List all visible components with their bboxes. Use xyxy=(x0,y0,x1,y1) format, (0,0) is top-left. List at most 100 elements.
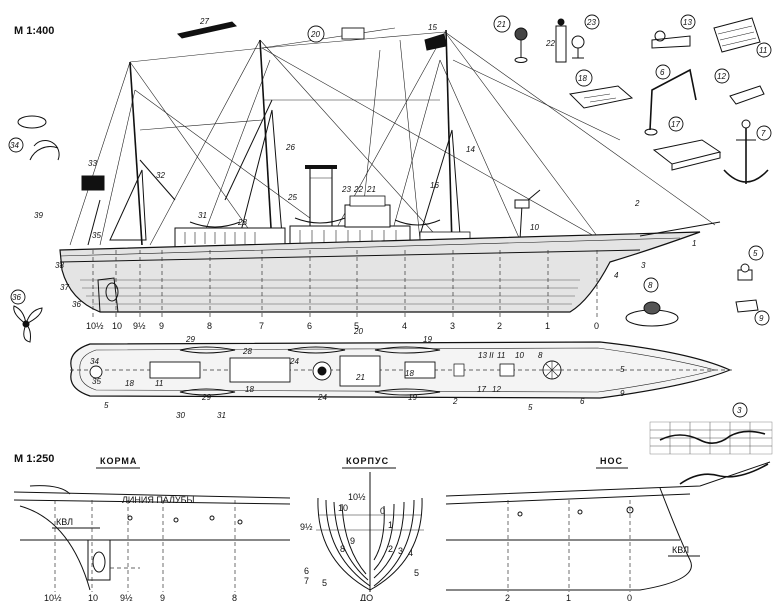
plan-callout: 19 xyxy=(423,335,432,344)
plan-callout: 31 xyxy=(217,411,226,420)
deck-plan: 29 28 20 19 34 35 18 11 18 24 21 18 13 I… xyxy=(70,327,735,420)
stern-frame-number: 9 xyxy=(160,593,165,601)
profile-station-lines xyxy=(92,250,598,318)
profile-callout: 1 xyxy=(692,239,696,248)
detail-box-20 xyxy=(341,27,365,40)
bow-frame-number: 1 xyxy=(566,593,571,601)
frame-number: 4 xyxy=(402,321,407,331)
bow-section-title: НОС xyxy=(600,456,623,466)
plan-callout: 11 xyxy=(497,351,505,360)
scale-top-label: М 1:400 xyxy=(14,25,54,37)
frame-number: 2 xyxy=(497,321,502,331)
flags xyxy=(81,21,447,191)
plan-callout: 21 xyxy=(355,373,365,382)
bow-waterline-label: КВЛ xyxy=(672,545,689,555)
winch-icon xyxy=(651,35,691,49)
detail-callout: 21 xyxy=(496,20,506,29)
plan-callout: 12 xyxy=(492,385,501,394)
detail-callout: 9 xyxy=(759,314,764,323)
plan-callout: 11 xyxy=(155,379,163,388)
plan-callout: 9 xyxy=(620,389,625,398)
frame-number: 9½ xyxy=(133,321,146,331)
callout-circle xyxy=(756,42,772,58)
stern-section-title: КОРМА xyxy=(100,456,137,466)
frame-number: 3 xyxy=(450,321,455,331)
superstructure xyxy=(174,189,541,249)
plan-callout: 6 xyxy=(580,397,585,406)
callout-circle xyxy=(493,15,511,33)
profile-callout: 37 xyxy=(60,283,69,292)
profile-callout: 25 xyxy=(287,193,297,202)
plan-callout: 18 xyxy=(405,369,414,378)
plan-callout: 18 xyxy=(125,379,134,388)
detail-callout: 7 xyxy=(761,129,766,138)
plan-callout: 30 xyxy=(176,411,185,420)
plan-callout: 5 xyxy=(620,365,625,374)
cylinder-icon xyxy=(555,25,567,63)
masts xyxy=(87,29,453,246)
profile-callout: 22 xyxy=(353,185,363,194)
hull-frame-number: 9½ xyxy=(300,522,313,532)
profile-callout: 10 xyxy=(530,223,539,232)
profile-callout: 16 xyxy=(430,181,439,190)
hull-frame-number: 8 xyxy=(340,544,345,554)
plan-boats xyxy=(179,346,441,396)
plan-callout: 35 xyxy=(92,377,101,386)
profile-callout: 21 xyxy=(366,185,376,194)
plan-callout: 24 xyxy=(317,393,327,402)
stern-frame-number: 10½ xyxy=(44,593,62,601)
hull-frame-number: 1 xyxy=(388,520,393,530)
profile-callout: 23 xyxy=(341,185,351,194)
crane-icon xyxy=(649,68,697,131)
detail-callout: 8 xyxy=(648,281,653,290)
profile-callout: 39 xyxy=(34,211,43,220)
detail-callout: 11 xyxy=(759,46,767,55)
frame-number: 10 xyxy=(112,321,122,331)
hull-frame-number: 10 xyxy=(338,503,348,513)
profile-callout: 36 xyxy=(72,300,81,309)
deck-line-label: ЛИНИЯ ПАЛУБЫ xyxy=(122,495,195,505)
callout-circle xyxy=(8,137,24,153)
frame-number: 7 xyxy=(259,321,264,331)
detail-callout: 12 xyxy=(717,72,726,81)
ship-side-profile: 27 15 26 25 14 16 32 33 31 28 23 22 21 3… xyxy=(34,17,721,331)
plan-callout: 2 xyxy=(452,397,458,406)
stern-frame-number: 8 xyxy=(232,593,237,601)
detail-callout: 17 xyxy=(671,120,680,129)
frame-number: 0 xyxy=(594,321,599,331)
callout-circle xyxy=(756,125,772,141)
profile-callout: 38 xyxy=(55,261,64,270)
stern-waterline-label: КВЛ xyxy=(56,517,73,527)
plan-callout: 28 xyxy=(242,347,252,356)
plan-callout: 17 xyxy=(477,385,486,394)
detail-items: 20 21 22 23 13 11 18 6 xyxy=(8,14,773,455)
lamp-icon xyxy=(514,27,528,41)
skylight-icon xyxy=(713,17,761,53)
hull-frame-number: 3 xyxy=(398,546,403,556)
hull-profile xyxy=(59,221,721,313)
profile-callout: 4 xyxy=(614,271,619,280)
callout-circle xyxy=(643,277,659,293)
propeller-icon xyxy=(13,305,43,343)
hull-frame-number: 5 xyxy=(322,578,327,588)
frame-number: 1 xyxy=(545,321,550,331)
stern-frame-number: 10 xyxy=(88,593,98,601)
callout-circle xyxy=(680,14,696,30)
callout-circle xyxy=(754,310,770,326)
profile-callout: 2 xyxy=(634,199,640,208)
detail-callout: 5 xyxy=(753,249,758,258)
rigging-lines xyxy=(69,27,716,246)
profile-callouts: 27 15 26 25 14 16 32 33 31 28 23 22 21 3… xyxy=(34,17,696,309)
anchor-icon xyxy=(723,119,769,184)
frame-number: 8 xyxy=(207,321,212,331)
plan-callout: 10 xyxy=(515,351,524,360)
hull-bottom-label: ДО xyxy=(360,593,373,601)
plan-callout: 20 xyxy=(353,327,363,336)
detail-callout: 34 xyxy=(10,141,19,150)
profile-callout: 15 xyxy=(428,23,437,32)
callout-circle xyxy=(10,289,26,305)
plan-callout: 8 xyxy=(538,351,543,360)
detail-callout: 6 xyxy=(660,68,665,77)
